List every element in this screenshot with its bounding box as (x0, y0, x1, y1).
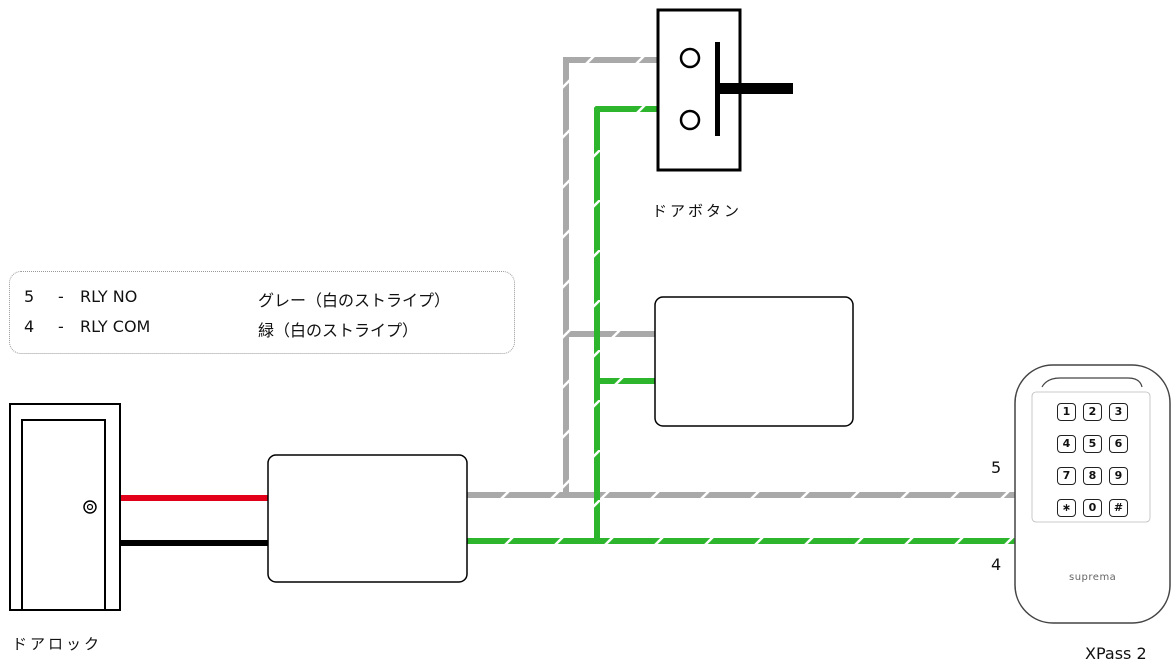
legend-wire-color: グレー（白のストライプ） (258, 291, 451, 310)
keypad-key: 9 (1109, 467, 1128, 485)
keypad-key: 4 (1057, 435, 1076, 453)
door-button (656, 8, 793, 172)
keypad-key: 5 (1083, 435, 1102, 453)
legend-dash: - (58, 287, 64, 306)
red-wire (118, 495, 270, 501)
legend-row-4: 4 - RLY COM 緑（白のストライプ） (24, 317, 504, 340)
keypad-key: # (1109, 499, 1128, 517)
keypad-key: 6 (1109, 435, 1128, 453)
relay-box (654, 296, 854, 427)
device-label: XPass 2 (1085, 644, 1147, 663)
legend-dash: - (58, 317, 64, 336)
legend-pin: 5 (24, 287, 35, 306)
power-box (267, 454, 468, 583)
keypad-key: ∗ (1057, 499, 1076, 517)
door-button-label: ドアボタン (652, 202, 743, 220)
brand-logo: suprema (1069, 572, 1117, 583)
keypad-key: 1 (1057, 403, 1076, 421)
wire-legend: 5 - RLY NO グレー（白のストライプ） 4 - RLY COM 緑（白の… (9, 271, 515, 354)
keypad-key: 8 (1083, 467, 1102, 485)
legend-pin: 4 (24, 317, 35, 336)
keypad-key: 2 (1083, 403, 1102, 421)
legend-row-5: 5 - RLY NO グレー（白のストライプ） (24, 287, 504, 310)
black-wire (118, 540, 270, 546)
green-wire (466, 106, 1024, 544)
legend-wire-color: 緑（白のストライプ） (258, 321, 419, 340)
keypad-key: 7 (1057, 467, 1076, 485)
door-lock-label: ドアロック (12, 635, 103, 653)
xpass2-reader (1014, 364, 1171, 624)
gray-wire (466, 57, 1024, 498)
door-lock (9, 403, 121, 611)
wire-4-label: 4 (991, 555, 1002, 574)
legend-signal: RLY COM (80, 317, 151, 336)
wire-5-label: 5 (991, 458, 1002, 477)
keypad-key: 3 (1109, 403, 1128, 421)
keypad-key: 0 (1083, 499, 1102, 517)
legend-signal: RLY NO (80, 287, 138, 306)
